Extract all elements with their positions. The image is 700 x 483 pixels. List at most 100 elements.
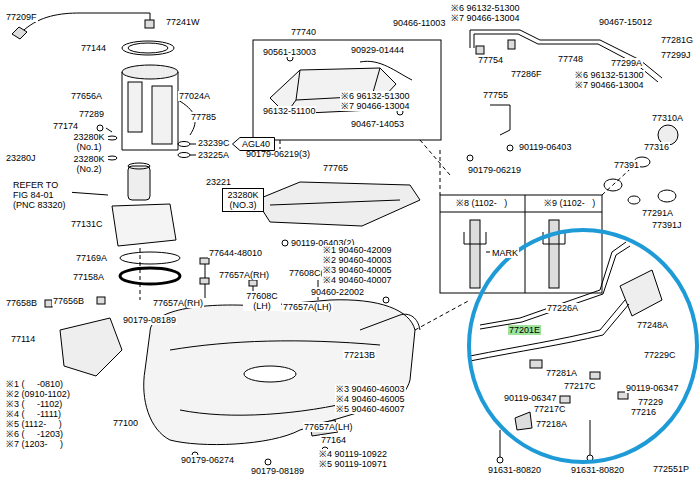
part-number: 77201E xyxy=(508,325,541,335)
part-number: 77754 xyxy=(477,55,504,65)
part-number: MARK xyxy=(491,248,519,258)
part-number: ※6 96132-51300 xyxy=(574,70,645,80)
part-number: 772551P xyxy=(652,464,690,474)
part-number: 77131C xyxy=(70,219,104,229)
part-number: 77608C (LH) xyxy=(243,291,281,311)
part-number: 77174 xyxy=(52,121,79,131)
part-number: 77100 xyxy=(112,418,139,428)
part-number: 77785 xyxy=(190,112,217,122)
node-shape xyxy=(233,138,275,151)
part-number: 77114 xyxy=(10,334,36,344)
part-number: 91631-80820 xyxy=(487,465,542,475)
node-text: 23280K (NO.3) xyxy=(225,190,261,210)
node-text: AGL40 xyxy=(242,139,271,149)
part-number: 77158A xyxy=(72,272,105,282)
part-number: 90119-06347 xyxy=(503,393,557,403)
part-number: 77748 xyxy=(557,54,584,64)
part-number: 23280K (No.1) xyxy=(70,132,108,152)
part-number: 77229 xyxy=(637,397,664,407)
part-number: 77216 xyxy=(630,407,657,417)
boxed-part: 23280K (NO.3) xyxy=(222,188,264,212)
part-number: 77310A xyxy=(651,113,684,123)
part-number: 77241W xyxy=(165,17,201,27)
part-number: ※5 (1112- ) xyxy=(5,419,63,429)
part-number: 77657A(RH) xyxy=(218,270,270,280)
part-number: ※7 90466-13004 xyxy=(340,101,411,111)
part-number: 77281G xyxy=(660,35,694,45)
part-number: ※1 90460-42009 xyxy=(322,245,393,255)
part-number: 91631-80820 xyxy=(570,465,625,475)
part-number: 23225A xyxy=(197,150,230,160)
part-number: ※4 90460-40007 xyxy=(322,275,393,285)
part-number: 90466-11003 xyxy=(392,18,446,28)
part-number: 90119-06347 xyxy=(625,383,679,393)
part-number: 77164 xyxy=(320,435,347,445)
part-number: 77755 xyxy=(482,90,509,100)
part-number: ※6 96132-51300 xyxy=(450,3,521,13)
part-number: 77209F xyxy=(5,12,38,22)
part-number: ※7 90466-13004 xyxy=(450,13,521,23)
part-number: 77316 xyxy=(643,142,670,152)
part-number: 77657A(LH) xyxy=(303,422,354,432)
part-number: ※3 90460-46003 xyxy=(335,384,406,394)
part-number: ※1 ( -0810) xyxy=(5,379,64,389)
part-number: 77765 xyxy=(322,163,349,173)
part-number: 77391J xyxy=(651,220,683,230)
part-number: ※6 ( -1203) xyxy=(5,429,64,439)
part-number: 77281A xyxy=(545,368,578,378)
part-number: 77213B xyxy=(343,350,376,360)
part-number: 77248A xyxy=(636,320,669,330)
part-number: ※7 (1203- ) xyxy=(5,439,64,449)
part-number: ※4 90119-10922 xyxy=(318,449,388,459)
part-number: 77657A(LH) xyxy=(282,302,333,312)
part-number: ※3 90460-40005 xyxy=(322,265,393,275)
part-number: 77644-48010 xyxy=(208,248,263,258)
part-number: 77144 xyxy=(80,43,107,53)
part-number: ※2 90460-40003 xyxy=(322,255,393,265)
part-number: 77286F xyxy=(510,69,543,79)
part-number: 77291A xyxy=(641,208,674,218)
part-number: 77299A xyxy=(610,58,643,68)
part-number: 77658B xyxy=(5,298,38,308)
part-number: 90467-14053 xyxy=(350,119,405,129)
part-number: ※4 ( -1111) xyxy=(5,409,62,419)
part-number: REFER TO FIG 84-01 (PNC 83320) xyxy=(12,180,72,210)
part-number: 77289 xyxy=(78,109,105,119)
part-number: ※5 90119-10971 xyxy=(318,459,388,469)
part-number: ※5 90460-46007 xyxy=(335,404,406,414)
part-number: 90179-08189 xyxy=(122,315,177,325)
part-number: 23221 xyxy=(205,177,232,187)
part-number: ※4 90460-46005 xyxy=(335,394,406,404)
part-number: 90119-06403 xyxy=(518,142,572,152)
part-number: 77740 xyxy=(290,27,317,37)
part-number: ※8 (1102- ) xyxy=(455,198,508,208)
part-number: ※3 ( -1102) xyxy=(5,399,63,409)
part-number: 77657A(RH) xyxy=(152,298,204,308)
part-number: 96132-51100 xyxy=(262,106,316,116)
part-number: 23239C xyxy=(197,138,231,148)
part-number: 23280J xyxy=(5,153,37,163)
part-number: ※9 (1102- ) xyxy=(543,198,596,208)
part-number: 77229C xyxy=(643,350,677,360)
part-number: 90179-06219 xyxy=(467,165,522,175)
part-number: 77217C xyxy=(563,381,597,391)
part-number: ※7 90466-13004 xyxy=(574,80,645,90)
part-number: 77217C xyxy=(533,404,567,414)
part-number: 77169A xyxy=(75,253,108,263)
pointer-tag: AGL40 xyxy=(232,137,275,151)
part-number: ※2 (0910-1102) xyxy=(5,389,71,399)
part-number: 77024A xyxy=(178,91,211,101)
part-number: 77391 xyxy=(613,160,640,170)
part-number: ※6 96132-51300 xyxy=(340,91,411,101)
part-number: 90460-22002 xyxy=(310,287,365,297)
part-number: 23280K (No.2) xyxy=(70,154,108,174)
part-number: 90929-01444 xyxy=(350,45,405,55)
part-number: 90467-15012 xyxy=(598,17,653,27)
node-shape xyxy=(223,189,264,212)
part-number: 77656B xyxy=(52,296,85,306)
part-number: 77218A xyxy=(535,419,568,429)
part-number: 90179-08189 xyxy=(250,466,305,476)
part-number: 77656A xyxy=(70,91,103,101)
part-number: 77299J xyxy=(660,50,692,60)
